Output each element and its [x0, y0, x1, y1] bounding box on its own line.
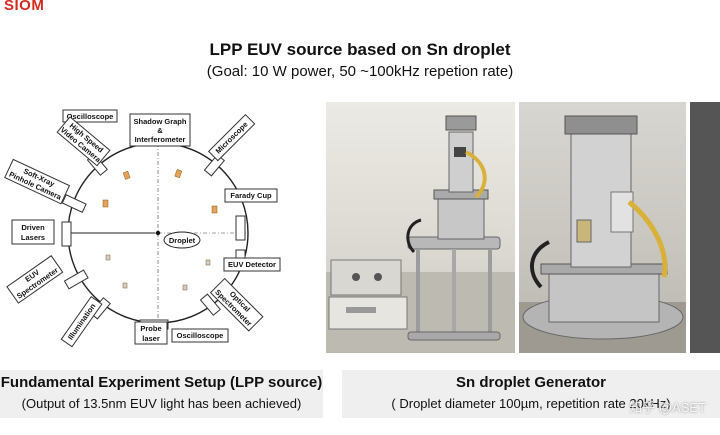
label-illumination: Illumination	[66, 302, 98, 342]
apparatus-photo-right	[519, 102, 686, 353]
label-euv-detector: EUV Detector	[228, 260, 276, 269]
label-lasers: Lasers	[21, 233, 45, 242]
photo-strip-right	[690, 102, 720, 353]
experiment-setup-diagram: Droplet Oscilloscope High Speed Video Ca…	[4, 109, 281, 348]
watermark: 知乎 @ASET	[629, 400, 706, 415]
caption-right-subtitle: ( Droplet diameter 100µm, repetition rat…	[391, 396, 671, 411]
apparatus-illustration-right	[519, 115, 686, 353]
apparatus-illustration-left	[326, 115, 515, 353]
label-interferometer: Interferometer	[135, 135, 186, 144]
label-oscilloscope-top: Oscilloscope	[67, 112, 114, 121]
caption-right-title: Sn droplet Generator	[455, 374, 607, 391]
slide-subtitle: (Goal: 10 W power, 50 ~100kHz repetion r…	[206, 63, 514, 80]
droplet-point	[155, 230, 161, 236]
label-shadow-graph: Shadow Graph	[134, 117, 187, 126]
droplet-label-ellipse	[163, 231, 201, 249]
label-microscope: Microscope	[214, 120, 250, 156]
slide-title: LPP EUV source based on Sn droplet	[209, 40, 511, 59]
label-driven: Driven	[21, 223, 45, 232]
caption-right: Sn droplet Generator ( Droplet diameter …	[342, 370, 720, 418]
label-droplet: Droplet	[169, 236, 196, 245]
caption-left: Fundamental Experiment Setup (LPP source…	[0, 370, 323, 418]
brand-logo: SIOM	[4, 0, 45, 14]
label-shadow-amp: &	[157, 126, 163, 135]
label-oscilloscope-bottom: Oscilloscope	[177, 331, 224, 340]
viewport-windows	[102, 169, 218, 291]
apparatus-photo-left	[326, 102, 515, 353]
label-probe: Probe	[140, 324, 161, 333]
caption-left-title: Fundamental Experiment Setup (LPP source…	[0, 374, 323, 391]
label-faraday-cup: Farady Cup	[230, 191, 272, 200]
caption-left-subtitle: (Output of 13.5nm EUV light has been ach…	[21, 396, 302, 411]
label-laser: laser	[142, 334, 160, 343]
